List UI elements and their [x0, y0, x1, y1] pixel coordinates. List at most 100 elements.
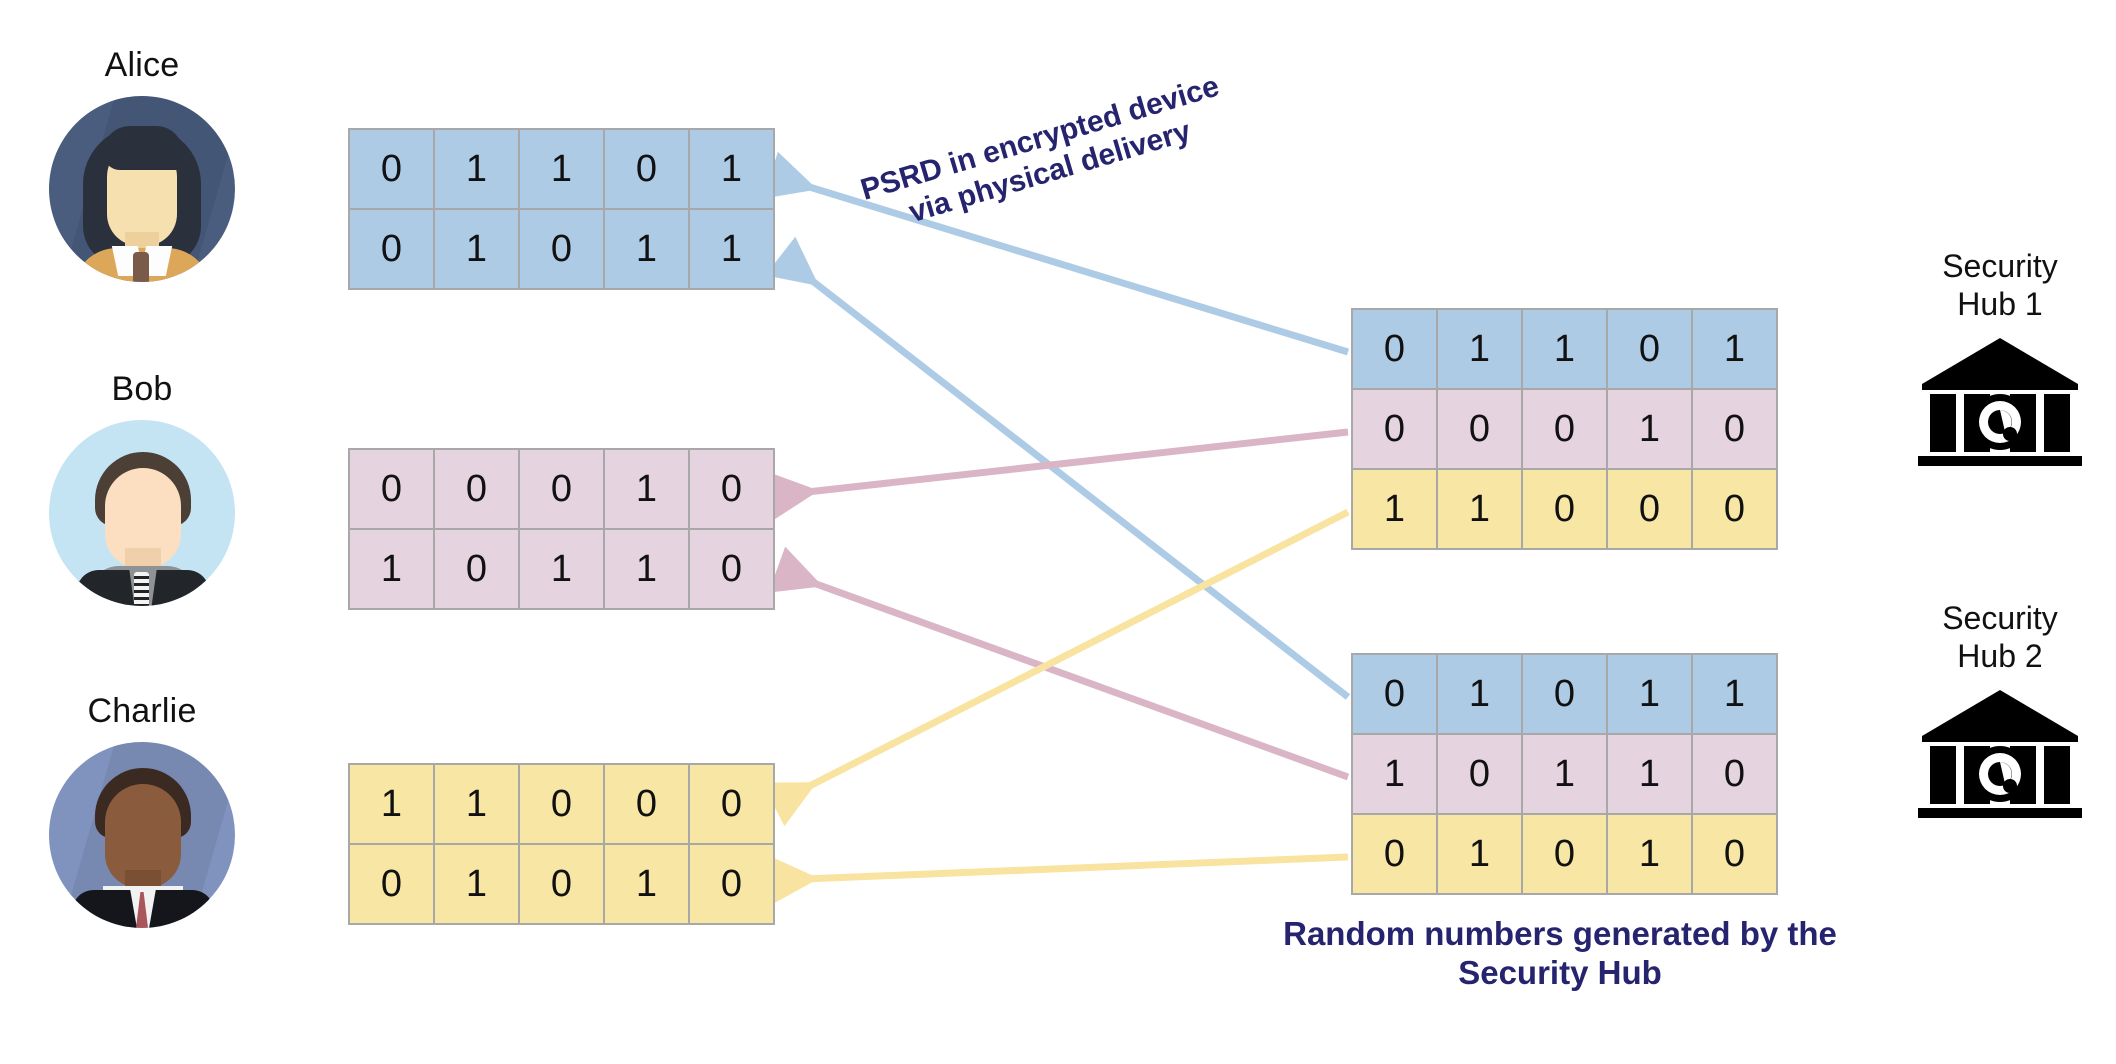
- bank-quantum-icon: [1912, 336, 2088, 468]
- avatar-charlie: [49, 742, 235, 928]
- bit-cell: 0: [1608, 470, 1691, 548]
- person-alice: Alice: [22, 48, 262, 282]
- bit-cell: 1: [435, 130, 518, 208]
- person-charlie: Charlie: [22, 694, 262, 928]
- bit-cell: 1: [605, 845, 688, 923]
- vest-left-shape: [73, 570, 137, 606]
- vest-right-shape: [149, 570, 213, 606]
- bit-cell: 0: [1693, 815, 1776, 893]
- bit-cell: 1: [520, 130, 603, 208]
- bit-cell: 1: [1438, 470, 1521, 548]
- bit-cell: 0: [350, 450, 433, 528]
- bit-cell: 0: [520, 450, 603, 528]
- hub-label-line1: Security: [1942, 600, 2058, 636]
- bit-cell: 1: [1353, 470, 1436, 548]
- bit-cell: 0: [1693, 470, 1776, 548]
- person-name-charlie: Charlie: [87, 692, 197, 730]
- bit-cell: 1: [435, 765, 518, 843]
- bit-cell: 0: [520, 845, 603, 923]
- arrow-hub2-blue-to-alice-row2: [765, 236, 1351, 700]
- bit-cell: 0: [350, 845, 433, 923]
- bit-cell: 1: [435, 845, 518, 923]
- bit-cell: 1: [1523, 310, 1606, 388]
- bit-cell: 0: [1523, 470, 1606, 548]
- bit-cell: 1: [1438, 310, 1521, 388]
- bit-cell: 0: [520, 765, 603, 843]
- bit-cell: 0: [520, 210, 603, 288]
- bit-cell: 1: [1523, 735, 1606, 813]
- bit-cell: 1: [1608, 815, 1691, 893]
- bit-cell: 1: [605, 450, 688, 528]
- bit-cell: 1: [350, 765, 433, 843]
- arrow-hub1-yellow-to-charlie-row1: [762, 508, 1350, 827]
- psrd-delivery-label: PSRD in encrypted device via physical de…: [856, 69, 1223, 230]
- avatar-alice: [49, 96, 235, 282]
- bit-cell: 1: [605, 530, 688, 608]
- hub-label-line1: Security: [1942, 248, 2058, 284]
- tie-shape: [134, 572, 149, 606]
- bit-cell: 0: [1608, 310, 1691, 388]
- bit-cell: 1: [1438, 815, 1521, 893]
- bit-cell: 1: [1608, 655, 1691, 733]
- hub-label-line2: Hub 2: [1957, 637, 2043, 674]
- avatar-bob: [49, 420, 235, 606]
- bit-cell: 0: [1438, 390, 1521, 468]
- bit-cell: 0: [350, 210, 433, 288]
- bit-cell: 1: [1438, 655, 1521, 733]
- bit-cell: 1: [690, 130, 773, 208]
- arrow-hub2-pink-to-bob-row2: [768, 546, 1350, 781]
- security-hub-1: Security Hub 1: [1890, 248, 2110, 468]
- person-name-alice: Alice: [104, 46, 180, 84]
- security-hub-1-label: Security Hub 1: [1890, 248, 2110, 324]
- bit-cell: 0: [1523, 655, 1606, 733]
- bit-cell: 0: [690, 450, 773, 528]
- bit-cell: 0: [1353, 310, 1436, 388]
- bit-cell: 0: [1523, 390, 1606, 468]
- bit-cell: 1: [1608, 390, 1691, 468]
- security-hub-2: Security Hub 2: [1890, 600, 2110, 820]
- bit-cell: 0: [435, 530, 518, 608]
- person-name-bob: Bob: [111, 370, 173, 408]
- bit-cell: 1: [435, 210, 518, 288]
- suit-right-shape: [146, 890, 218, 928]
- bit-cell: 1: [605, 210, 688, 288]
- bit-cell: 0: [435, 450, 518, 528]
- security-hub-2-label: Security Hub 2: [1890, 600, 2110, 676]
- bit-cell: 0: [605, 765, 688, 843]
- person-bob: Bob: [22, 372, 262, 606]
- bit-cell: 0: [690, 765, 773, 843]
- bit-cell: 1: [1353, 735, 1436, 813]
- bit-cell: 0: [1353, 815, 1436, 893]
- bit-cell: 0: [690, 845, 773, 923]
- bit-cell: 0: [1353, 390, 1436, 468]
- bit-cell: 0: [605, 130, 688, 208]
- bit-cell: 1: [1693, 655, 1776, 733]
- bit-cell: 1: [690, 210, 773, 288]
- bit-cell: 0: [1693, 735, 1776, 813]
- arrow-hub1-pink-to-bob-row1: [767, 428, 1349, 521]
- hub-label-line2: Hub 1: [1957, 285, 2043, 322]
- bit-cell: 0: [1353, 655, 1436, 733]
- bit-cell: 1: [350, 530, 433, 608]
- hub-random-numbers-caption: Random numbers generated by the Security…: [1283, 915, 1837, 991]
- bit-cell: 1: [1608, 735, 1691, 813]
- bit-cell: 1: [1693, 310, 1776, 388]
- bit-cell: 0: [690, 530, 773, 608]
- bit-cell: 0: [350, 130, 433, 208]
- bit-cell: 0: [1693, 390, 1776, 468]
